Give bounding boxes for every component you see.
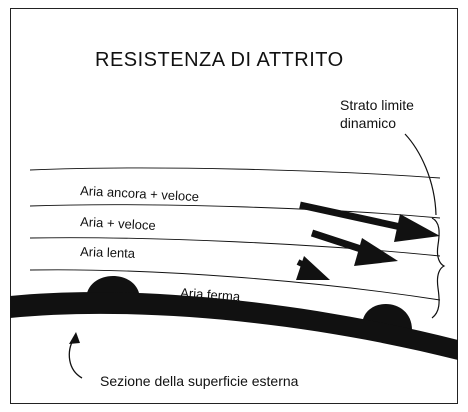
flow-line-top [29,167,441,179]
velocity-arrow-slow [296,256,330,280]
flow-line-2 [29,204,441,219]
surface-pointer-arrow [68,337,83,379]
surface-caption: Sezione della superficie esterna [100,373,299,389]
surface-pointer-arrowhead [69,332,80,344]
boundary-layer-brace [431,217,446,319]
flow-label-fastest: Aria ancora + veloce [80,183,199,204]
flow-line-4 [29,269,441,301]
boundary-layer-label-line1: Strato limite [340,97,414,113]
external-surface-section [10,292,458,360]
boundary-layer-label-line2: dinamico [340,115,396,131]
flow-label-faster: Aria + veloce [80,214,156,233]
diagram-title: RESISTENZA DI ATTRITO [95,49,344,71]
flow-line-3 [29,237,441,257]
boundary-layer-pointer [404,133,437,216]
flow-label-slow: Aria lenta [80,244,136,261]
velocity-arrow-medium [310,229,398,266]
velocity-arrow-fast [299,201,440,242]
